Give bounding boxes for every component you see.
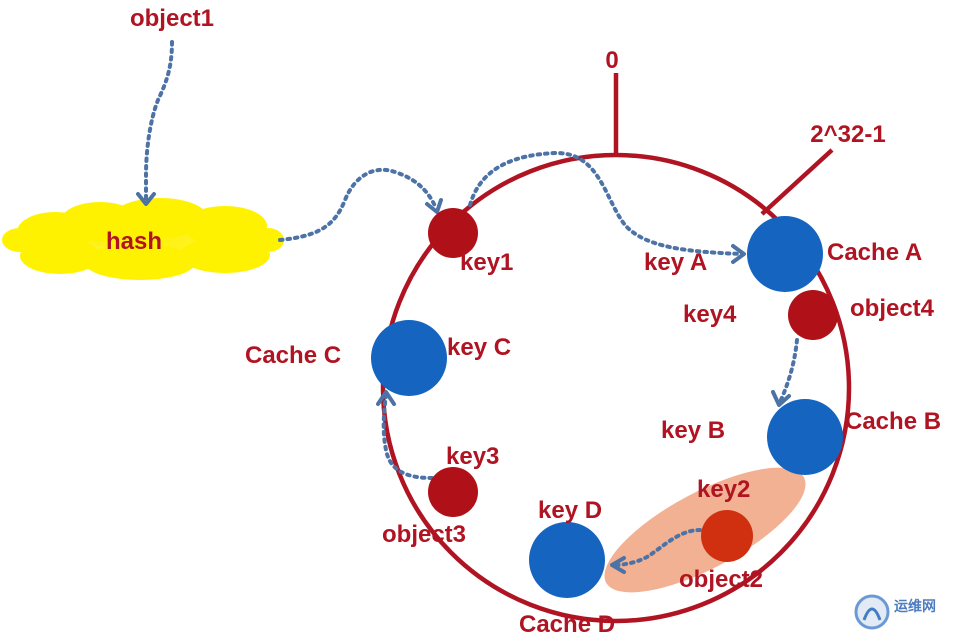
key2-label: key2 bbox=[697, 476, 750, 503]
cache-c-label: Cache C bbox=[245, 342, 341, 369]
cache-b-node bbox=[767, 399, 843, 475]
key4-label: key4 bbox=[683, 301, 737, 328]
key-c-label: key C bbox=[447, 334, 511, 361]
cache-d-label: Cache D bbox=[519, 611, 615, 638]
cache-a-node bbox=[747, 216, 823, 292]
object2-to-cache-d-arrow bbox=[610, 528, 702, 574]
object4-to-cache-b-arrow bbox=[771, 338, 799, 407]
cache-a-label: Cache A bbox=[827, 239, 922, 266]
cache-d-node bbox=[529, 522, 605, 598]
key1-node bbox=[428, 208, 478, 258]
key-d-label: key D bbox=[538, 497, 602, 524]
object1-to-hash-arrow bbox=[136, 40, 174, 206]
hash-cloud bbox=[2, 198, 284, 280]
key3-label: key3 bbox=[446, 443, 499, 470]
key1-to-cache-a-arrow bbox=[468, 150, 746, 264]
key-b-label: key B bbox=[661, 417, 725, 444]
hash-to-key1-arrow bbox=[278, 167, 443, 242]
object4-label: object4 bbox=[850, 295, 935, 322]
watermark-logo: 运维网 bbox=[854, 594, 936, 630]
watermark-text: 运维网 bbox=[894, 598, 936, 615]
object1-label: object1 bbox=[130, 5, 214, 32]
cache-c-node bbox=[371, 320, 447, 396]
zero-label: 0 bbox=[605, 47, 618, 74]
object3-node bbox=[428, 467, 478, 517]
object2-node bbox=[701, 510, 753, 562]
object2-label: object2 bbox=[679, 566, 763, 593]
hash-label: hash bbox=[106, 228, 162, 255]
key-a-label: key A bbox=[644, 249, 707, 276]
cache-b-label: Cache B bbox=[845, 408, 941, 435]
object4-node bbox=[788, 290, 838, 340]
max-marker-line bbox=[760, 148, 834, 216]
object3-to-cache-c-arrow bbox=[376, 390, 434, 480]
max-label: 2^32-1 bbox=[810, 121, 885, 148]
key1-label: key1 bbox=[460, 249, 513, 276]
object3-label: object3 bbox=[382, 521, 466, 548]
